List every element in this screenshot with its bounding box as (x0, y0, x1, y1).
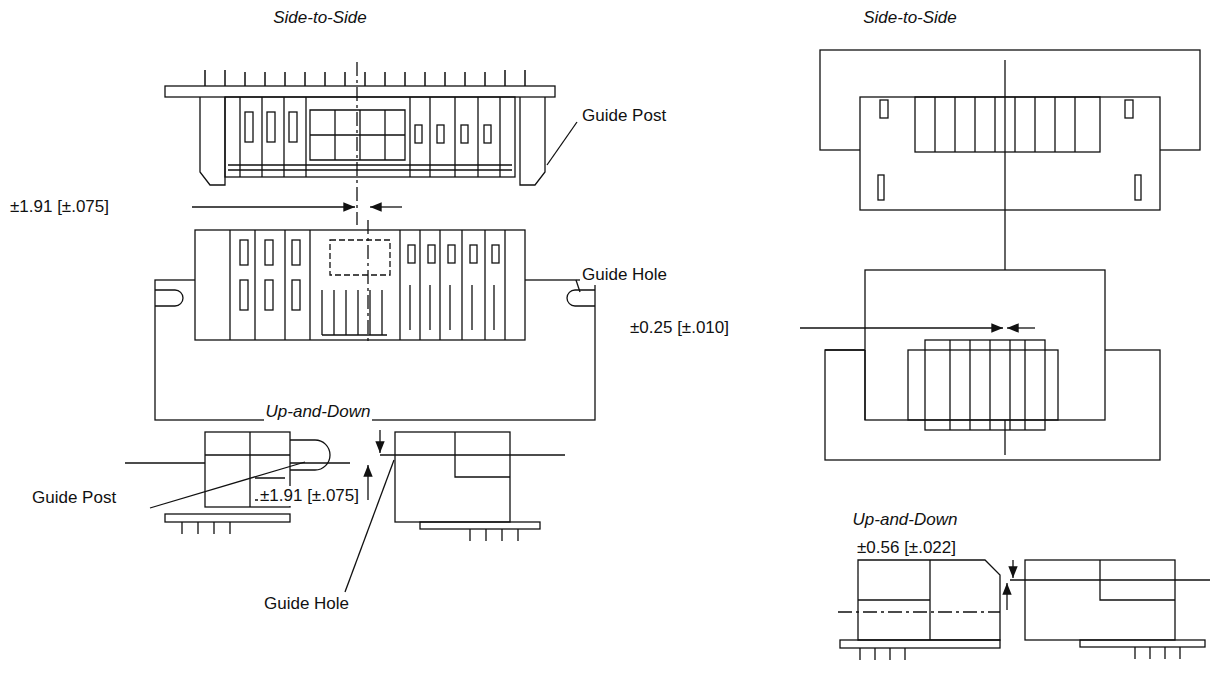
view-title: Side-to-Side (271, 8, 369, 28)
part-name: Guide Post (580, 106, 668, 126)
dimension-label: ±0.25 [±.010] (628, 318, 731, 338)
view-title: Side-to-Side (861, 8, 959, 28)
view-title: Up-and-Down (264, 402, 373, 422)
dimension-label: ±1.91 [±.075] (258, 486, 361, 506)
view-title: Up-and-Down (851, 510, 960, 530)
up-down-free-view (838, 560, 1210, 660)
up-down-guide-view (125, 430, 565, 592)
part-name: Guide Hole (580, 265, 669, 285)
alignment-side-view (800, 50, 1200, 460)
dimension-label: ±1.91 [±.075] (8, 197, 111, 217)
part-name: Guide Hole (262, 594, 351, 614)
part-name: Guide Post (30, 488, 118, 508)
plug-top-view (165, 62, 555, 225)
dimension-label: ±0.56 [±.022] (855, 538, 958, 558)
receptacle-top-view (155, 122, 595, 420)
